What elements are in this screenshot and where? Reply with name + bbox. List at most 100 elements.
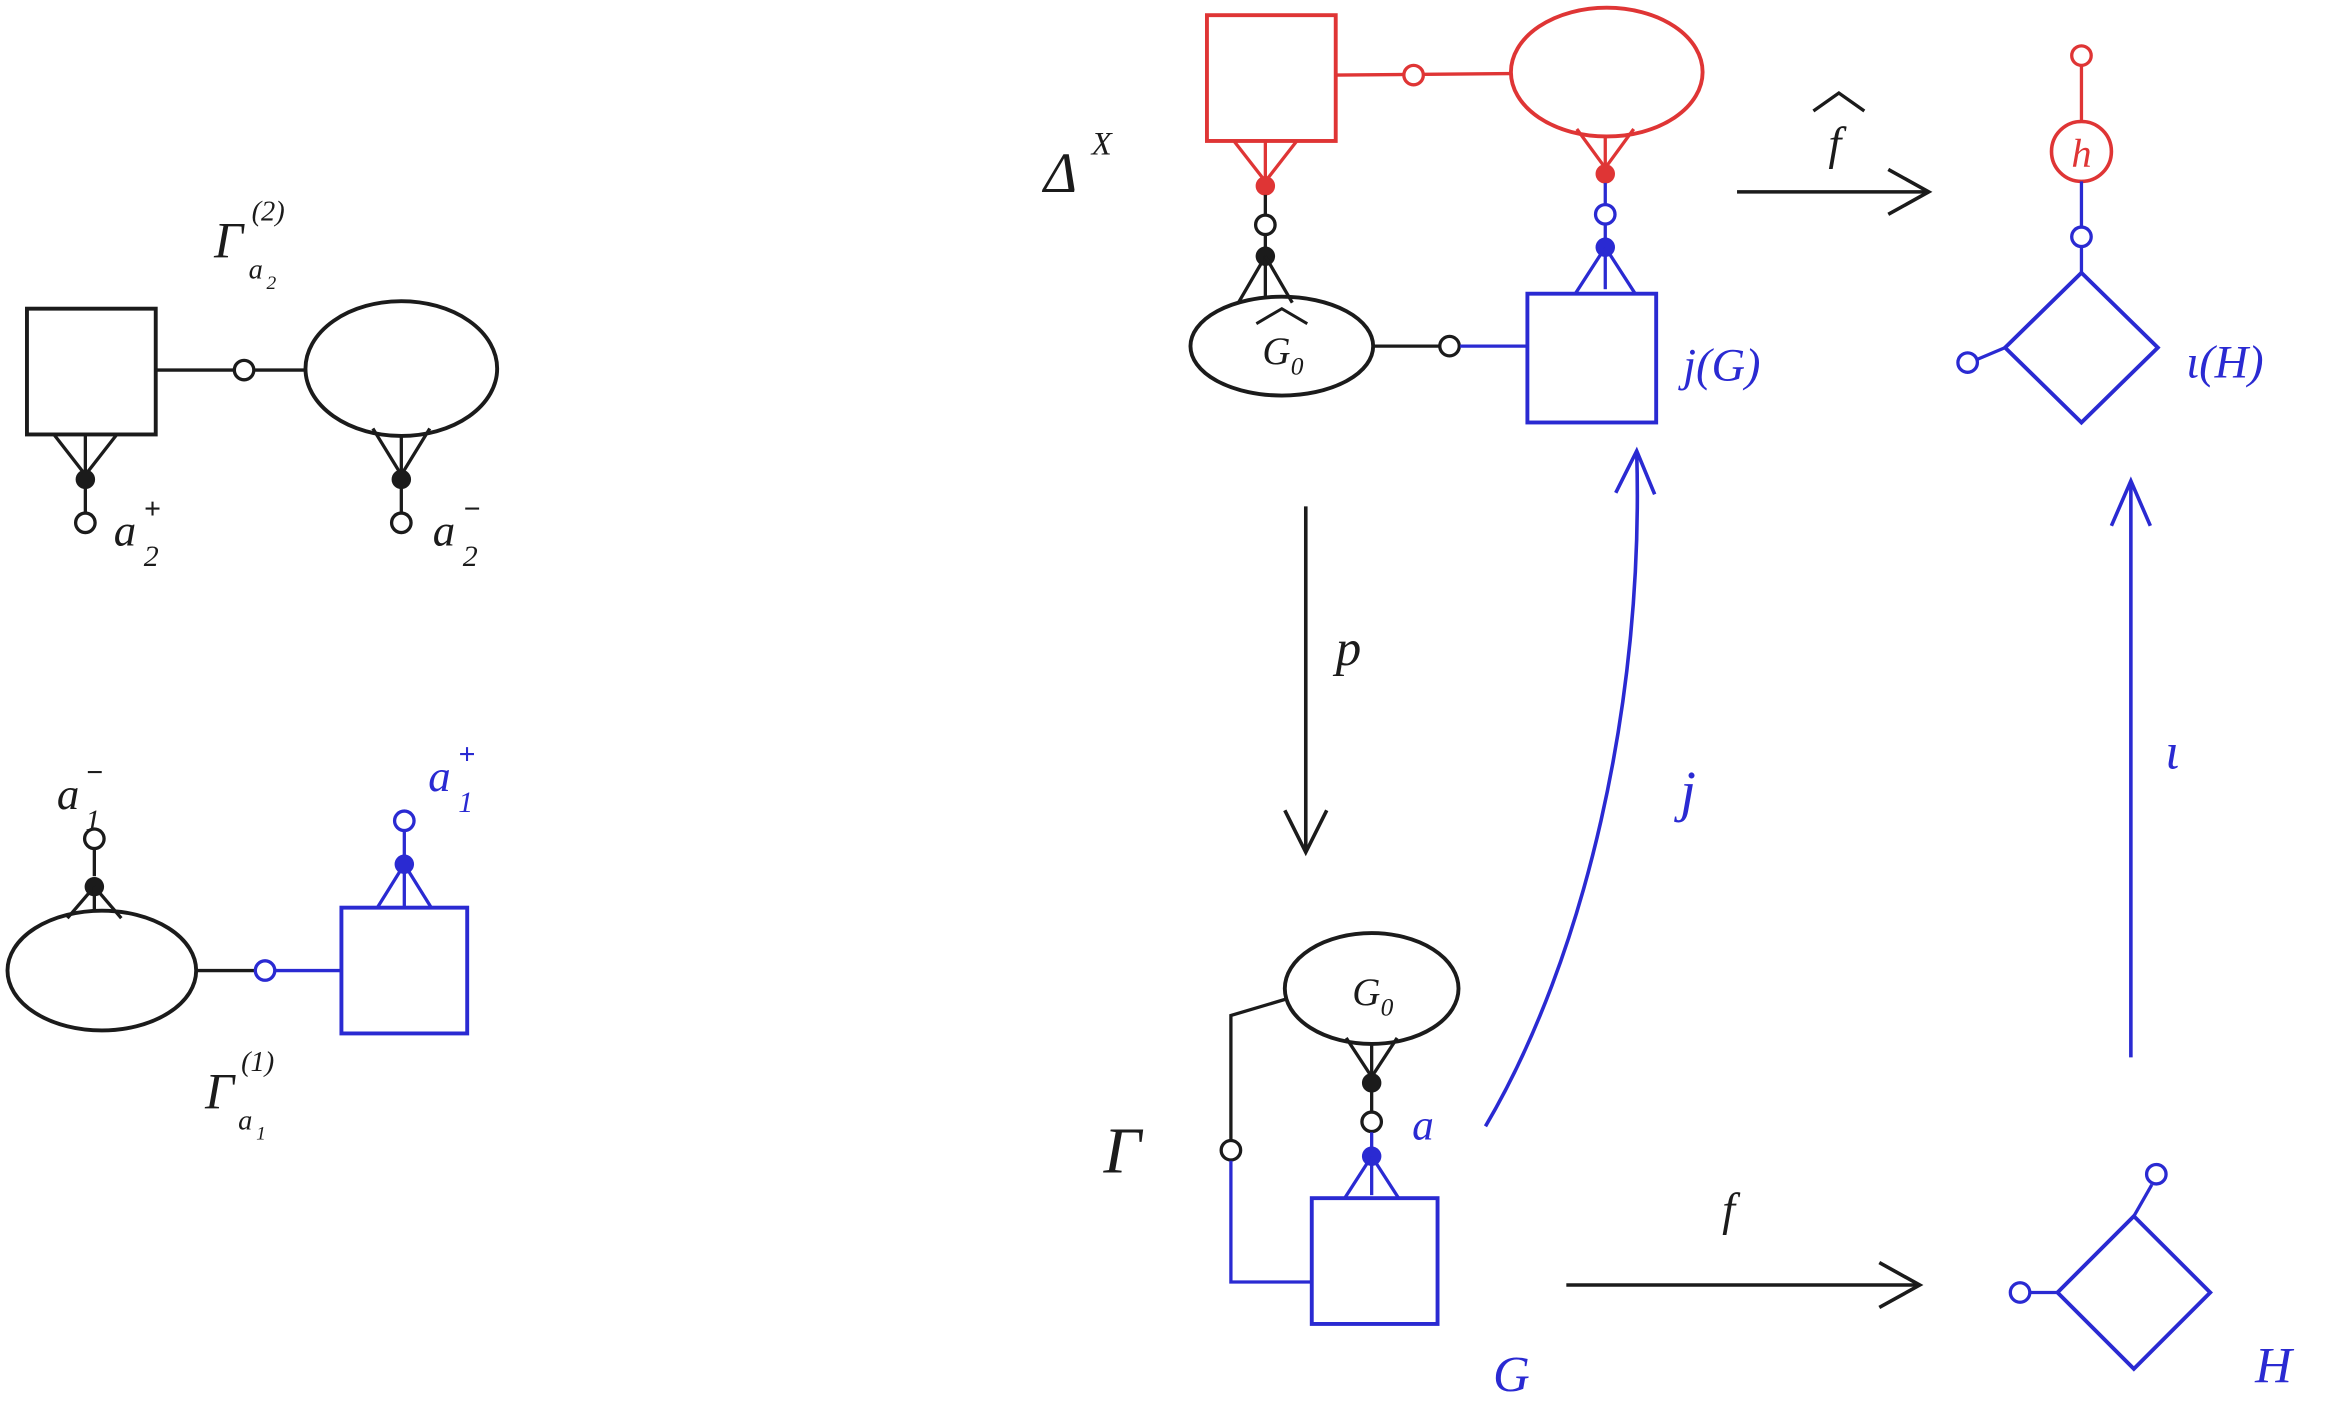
diamond-node-H — [2054, 1213, 2213, 1372]
ellipse-node — [303, 299, 500, 438]
port-circle — [1402, 63, 1425, 87]
p-label: p — [1333, 621, 1361, 677]
G-label: G — [1493, 1347, 1530, 1403]
a1minus-base: a — [57, 769, 79, 819]
arrow-head — [1614, 446, 1657, 496]
a1minus-sup: − — [85, 756, 103, 789]
a2plus-sub: 2 — [144, 540, 159, 573]
port-circle — [73, 511, 97, 535]
gamma1-title-sup: (1) — [241, 1047, 274, 1078]
tripod-line — [1232, 139, 1267, 183]
gamma1-title-subsub: 1 — [256, 1124, 266, 1145]
arrow-shaft — [1483, 452, 1640, 1128]
tripod-line — [1603, 128, 1636, 169]
port-circle — [2008, 1281, 2032, 1304]
iotaH-label: ι(H) — [2186, 338, 2263, 389]
gamma2-title-base: Γ — [213, 214, 245, 270]
a1plus-base: a — [428, 751, 450, 801]
port-circle — [2144, 1162, 2168, 1186]
ellipse-node — [5, 908, 199, 1033]
tripod-line — [371, 427, 403, 476]
arrow-j: j — [1483, 446, 1696, 1128]
tripod-line — [1370, 1155, 1401, 1200]
square-node-red — [1204, 13, 1338, 143]
arrow-head — [1878, 1260, 1924, 1310]
gamma2-title-sup: (2) — [252, 196, 285, 227]
a1minus-sub: 1 — [85, 804, 100, 837]
iota-label: ι — [2165, 724, 2179, 780]
G0hat-base: G — [1262, 330, 1290, 373]
port-circle — [1956, 351, 1980, 374]
jG-label: j(G) — [1678, 341, 1760, 392]
arrow-fhat: f — [1737, 91, 1933, 216]
tripod-line — [1344, 1037, 1374, 1078]
gamma1-title-base: Γ — [204, 1064, 236, 1120]
a2minus-sup: − — [463, 492, 481, 525]
square-node-G — [1309, 1196, 1440, 1326]
tripod-line — [1370, 1037, 1399, 1078]
a2minus-sub: 2 — [463, 540, 478, 573]
hat-accent — [1255, 306, 1309, 325]
gamma1-title-sub: a — [238, 1105, 252, 1136]
j-label: j — [1673, 760, 1696, 823]
edge — [1975, 346, 2006, 362]
hat-accent — [1812, 91, 1866, 113]
arrow-head — [1887, 167, 1933, 216]
port-circle — [389, 511, 413, 535]
a2plus-sup: + — [144, 492, 161, 525]
arrow-f: f — [1566, 1185, 1924, 1310]
G0-base: G — [1352, 971, 1380, 1014]
square-node-jG — [1525, 291, 1659, 425]
tripod-line — [1236, 255, 1267, 304]
a1plus-sup: + — [458, 738, 475, 771]
a-label: a — [1412, 1102, 1434, 1150]
deltaX-sup: X — [1090, 126, 1114, 162]
h-label: h — [2071, 130, 2091, 175]
tripod-line — [84, 433, 119, 476]
tripod-line — [1603, 246, 1637, 295]
binding-dot-red — [1595, 164, 1615, 184]
f-label: f — [1722, 1185, 1741, 1236]
loop-edge — [1229, 1160, 1312, 1284]
square-node — [339, 905, 470, 1036]
fhat-label: f — [1828, 119, 1847, 170]
G0hat-sub: 0 — [1291, 352, 1304, 381]
diagram-deltaX: Δ X G 0 j(G) — [1042, 5, 1760, 425]
diamond-node-iotaH — [2002, 270, 2161, 426]
arrow-iota: ι — [2109, 476, 2179, 1058]
arrow-head — [1283, 809, 1329, 857]
G0-sub: 0 — [1381, 992, 1394, 1021]
port-circle — [1219, 1138, 1243, 1162]
ellipse-node-red — [1508, 5, 1705, 139]
binding-dot-red — [1255, 176, 1276, 196]
edge — [2132, 1183, 2154, 1217]
H-label: H — [2254, 1338, 2295, 1394]
deltaX-base: Δ — [1042, 142, 1077, 205]
binding-dot — [391, 469, 412, 490]
arrow-p: p — [1283, 506, 1361, 857]
tripod-line — [1343, 1155, 1374, 1200]
tripod-line — [93, 885, 123, 920]
a2plus-base: a — [114, 505, 136, 555]
gamma2-title-sub: a — [249, 255, 263, 286]
port-circle — [1593, 202, 1617, 226]
binding-dot — [1361, 1073, 1382, 1093]
node-H: H — [2008, 1162, 2295, 1394]
tripod-line — [1575, 128, 1607, 169]
tripod-line — [399, 427, 432, 476]
square-node — [25, 306, 158, 437]
tripod-line — [52, 433, 87, 476]
tripod-line — [1264, 139, 1299, 183]
gamma2-title-subsub: 2 — [267, 273, 277, 294]
node-h-iotaH: h ι(H) — [1956, 44, 2264, 426]
gamma-label: Γ — [1103, 1115, 1144, 1188]
binding-dot — [394, 854, 415, 874]
tripod-line — [1573, 246, 1607, 295]
port-circle — [1360, 1110, 1384, 1134]
port-circle — [1438, 334, 1461, 358]
port-circle — [2070, 225, 2093, 249]
diagram-gamma-bottom: Γ G 0 a G — [1103, 931, 1530, 1403]
a1plus-sub: 1 — [458, 786, 473, 819]
